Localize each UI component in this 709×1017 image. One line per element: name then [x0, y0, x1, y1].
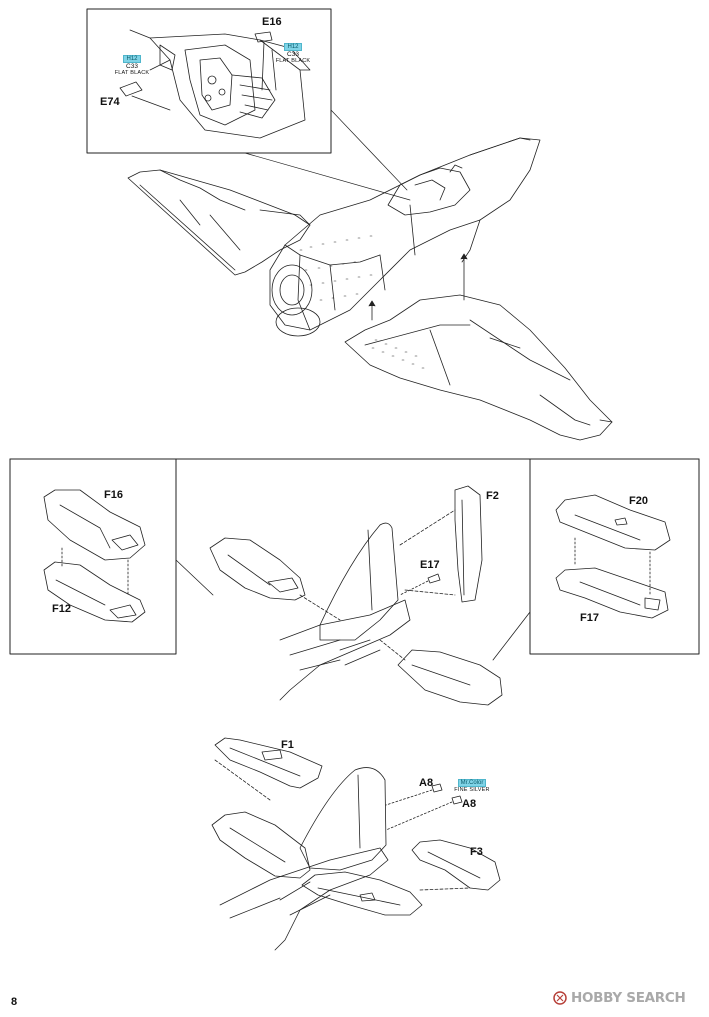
paint-callout-right: H12 C33 FLAT BLACK: [270, 36, 316, 64]
paint-code-badge: H12: [284, 43, 302, 51]
tail-assembly-1: [175, 458, 700, 706]
paint-number: C33: [287, 51, 299, 58]
part-label-e16: E16: [262, 16, 282, 28]
part-label-f1: F1: [281, 739, 294, 751]
right-aileron-inset: [555, 494, 671, 619]
paint-code-badge: Mr.Color: [457, 779, 487, 787]
part-label-f3: F3: [470, 846, 483, 858]
part-label-f20: F20: [629, 495, 648, 507]
part-label-f12: F12: [52, 603, 71, 615]
page-number: 8: [11, 996, 18, 1008]
part-label-f2: F2: [486, 490, 499, 502]
watermark-text: HOBBY SEARCH: [571, 990, 686, 1006]
hobbysearch-logo-icon: [553, 991, 567, 1005]
part-label-a8-bottom: A8: [462, 798, 477, 810]
paint-code-badge: H12: [123, 55, 141, 63]
paint-name: FLAT BLACK: [275, 57, 311, 64]
part-label-a8-top: A8: [419, 777, 434, 789]
watermark: HOBBY SEARCH: [553, 990, 686, 1006]
part-label-e17: E17: [420, 559, 440, 571]
paint-callout-left: H12 C33 FLAT BLACK: [109, 48, 155, 76]
paint-callout-silver: Mr.Color FINE SILVER: [444, 772, 500, 794]
part-label-e74: E74: [100, 96, 120, 108]
cockpit-inset: [86, 8, 411, 201]
paint-number: C33: [126, 63, 138, 70]
paint-name: FINE SILVER: [454, 787, 490, 793]
part-label-f17: F17: [580, 612, 599, 624]
paint-name: FLAT BLACK: [114, 69, 150, 76]
part-label-f16: F16: [104, 489, 123, 501]
tail-assembly-2: [211, 737, 501, 951]
fuselage-wing-assembly: [127, 137, 613, 441]
